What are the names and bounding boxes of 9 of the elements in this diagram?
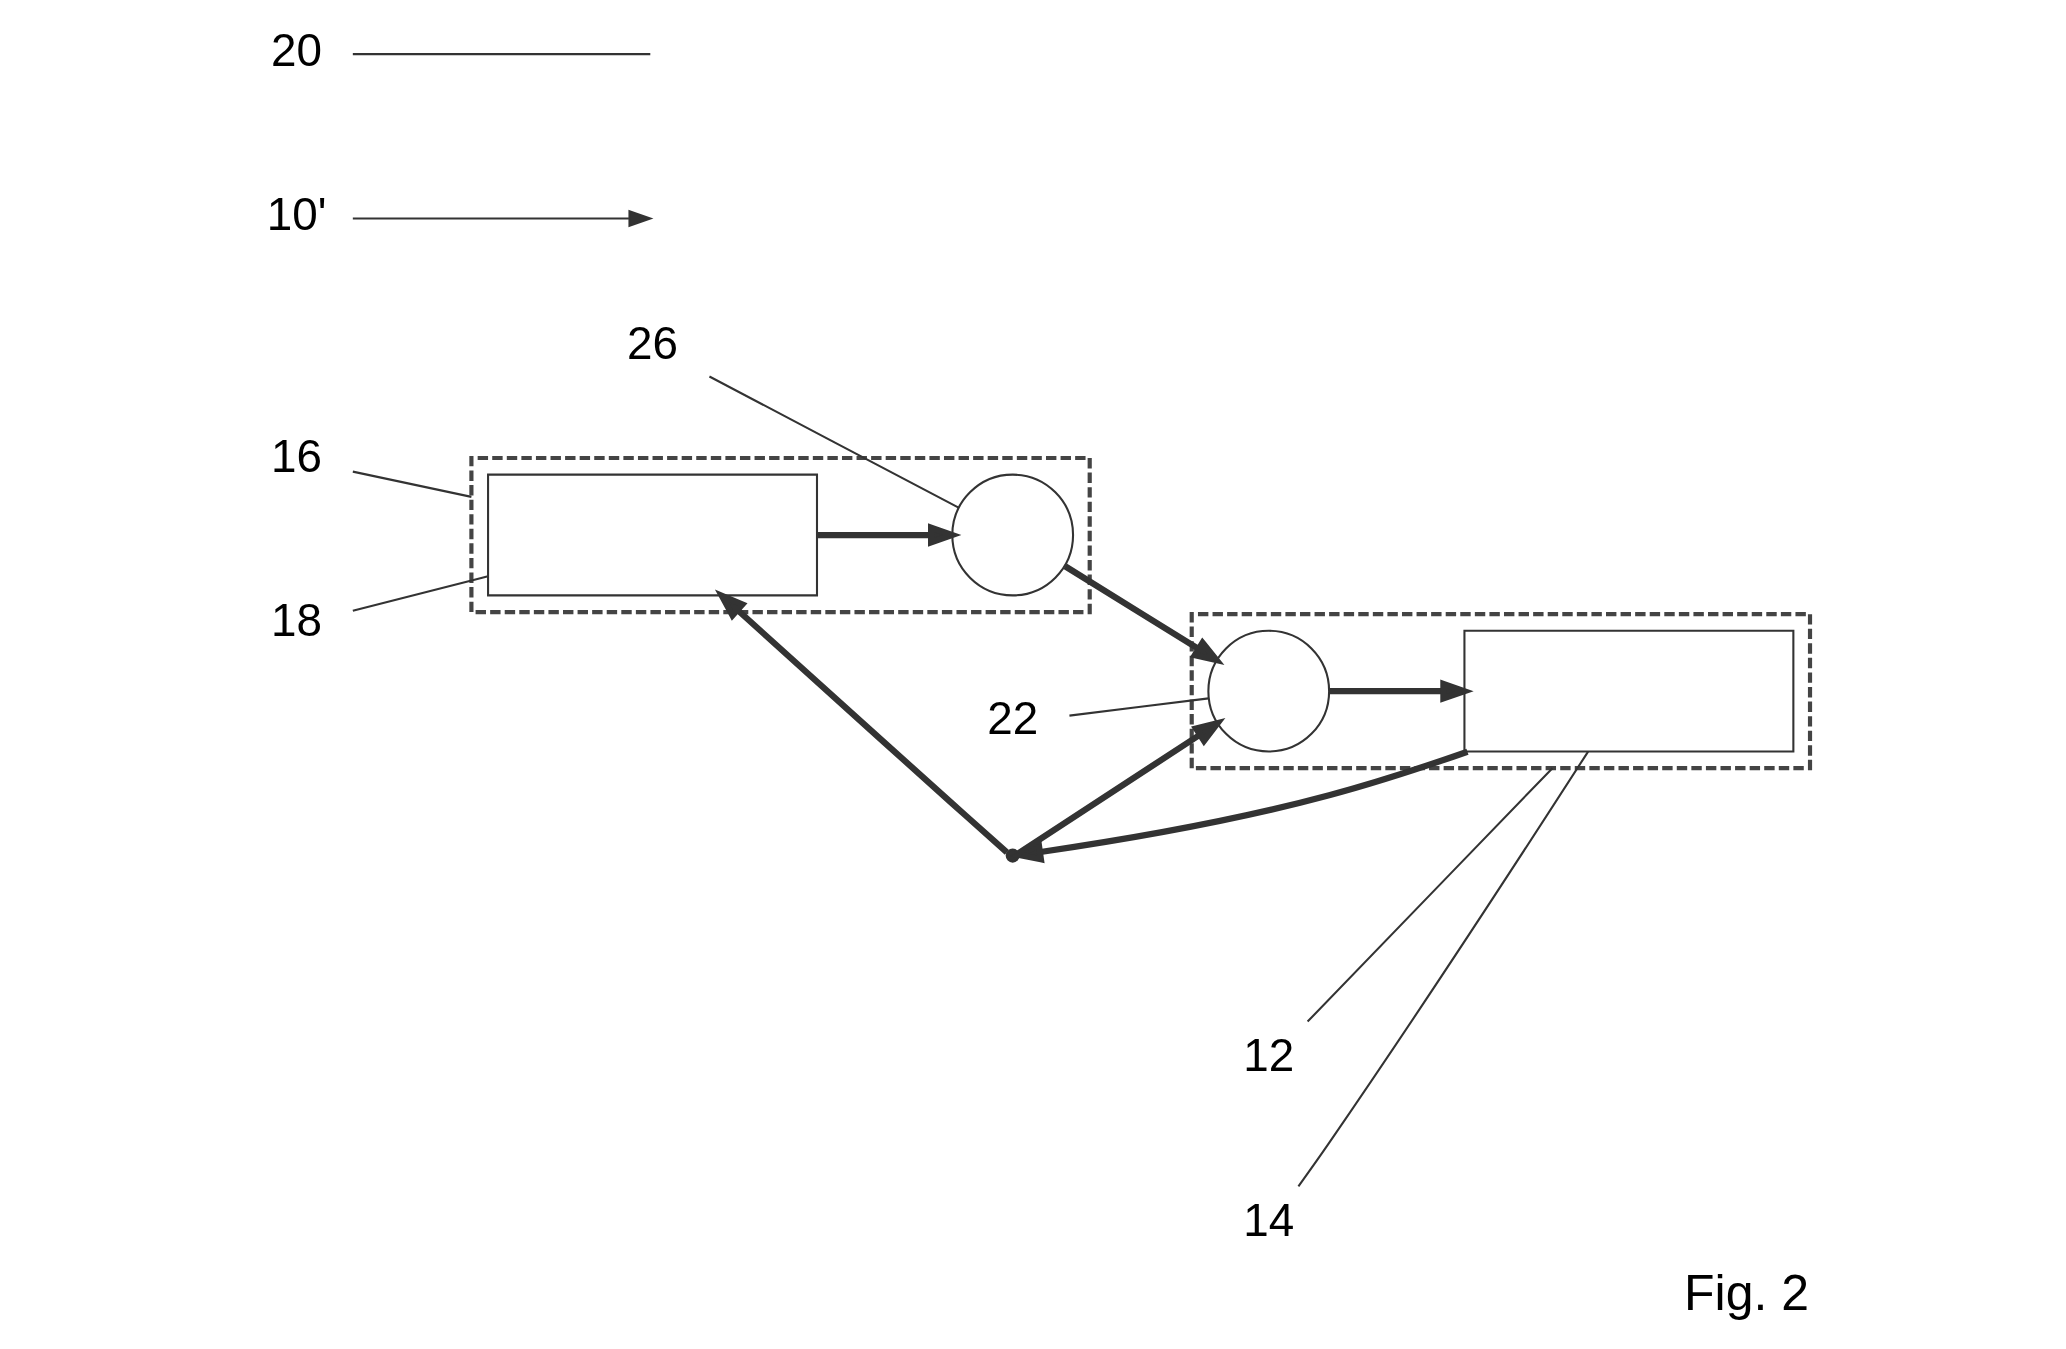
node-text: 12 [1242,1030,1294,1082]
node-text: 14 [1242,1194,1294,1246]
node-text: 10' [266,189,326,241]
caption: Fig. 2 [1683,1264,1809,1321]
node-text: 16 [270,430,322,482]
node-text: 18 [270,595,322,647]
node-text: 20 [270,24,322,76]
node-text: 22 [986,693,1038,745]
node-text: 26 [626,318,678,370]
